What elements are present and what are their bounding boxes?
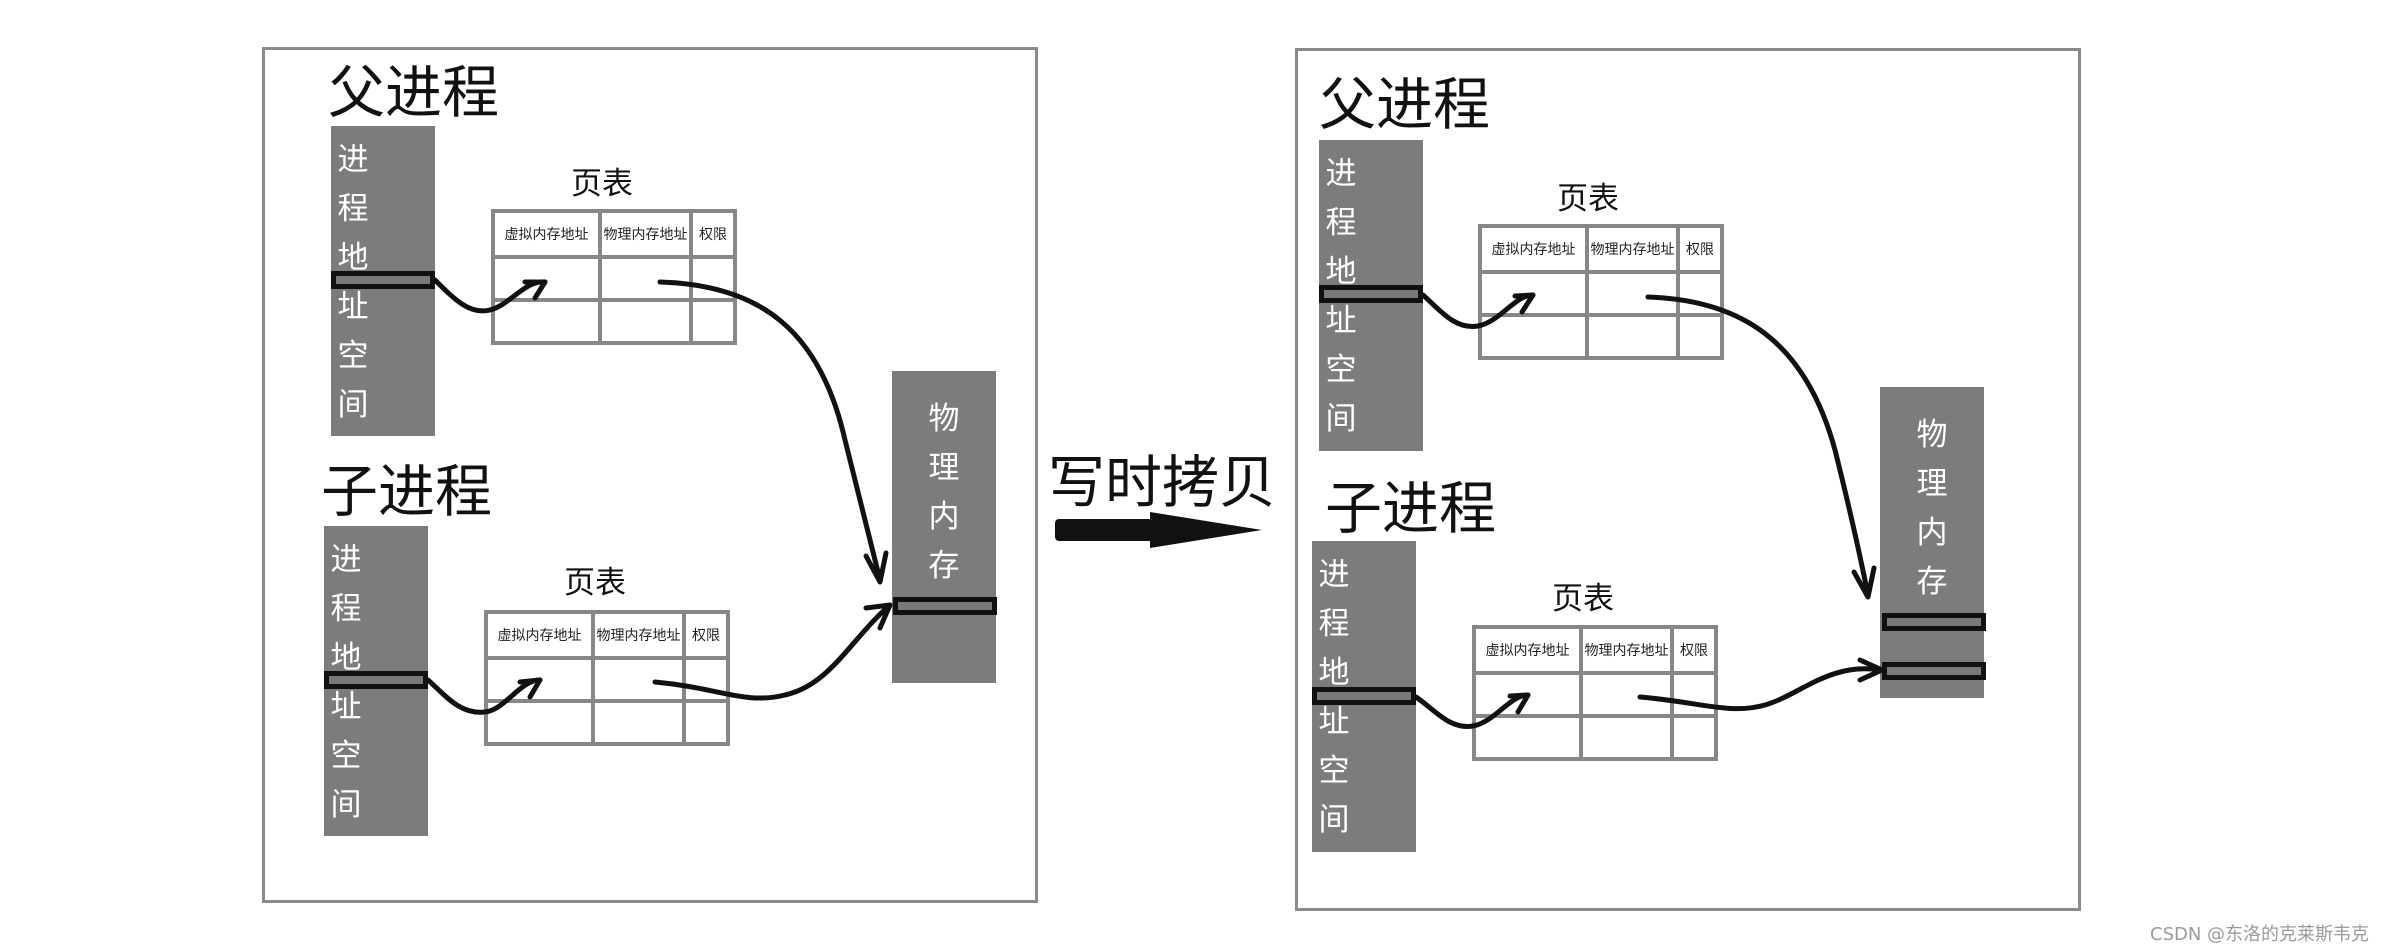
parent-process-title: 父进程 bbox=[328, 60, 499, 126]
header-physical-address: 物理内存地址 bbox=[1579, 625, 1674, 675]
child-page-table-label: 页表 bbox=[1552, 581, 1614, 617]
address-space-label: 进程地址空间 bbox=[337, 142, 369, 423]
child-virtual-page bbox=[324, 671, 428, 689]
header-permission: 权限 bbox=[689, 209, 737, 259]
child-process-title: 子进程 bbox=[321, 459, 492, 525]
address-space-label: 进程地址空间 bbox=[1318, 557, 1350, 838]
child-address-space: 进程地址空间 bbox=[324, 526, 428, 836]
header-physical-address: 物理内存地址 bbox=[591, 610, 686, 660]
shared-physical-page bbox=[893, 597, 997, 615]
address-space-label: 进程地址空间 bbox=[330, 542, 362, 823]
parent-process-title: 父进程 bbox=[1319, 72, 1490, 138]
child-address-space: 进程地址空间 bbox=[1312, 541, 1416, 852]
header-permission: 权限 bbox=[682, 610, 730, 660]
physical-memory: 物理内存 bbox=[892, 371, 996, 683]
parent-page-table-label: 页表 bbox=[1557, 181, 1619, 217]
header-permission: 权限 bbox=[1670, 625, 1718, 675]
parent-virtual-page bbox=[331, 271, 435, 289]
child-page-table: 虚拟内存地址 物理内存地址 权限 bbox=[484, 610, 730, 746]
header-physical-address: 物理内存地址 bbox=[598, 209, 693, 259]
child-page-table: 虚拟内存地址 物理内存地址 权限 bbox=[1472, 625, 1718, 761]
child-physical-page bbox=[1882, 662, 1986, 680]
physical-memory: 物理内存 bbox=[1880, 387, 1984, 698]
parent-physical-page bbox=[1882, 613, 1986, 631]
header-physical-address: 物理内存地址 bbox=[1585, 224, 1680, 274]
parent-page-table-label: 页表 bbox=[571, 166, 633, 202]
child-process-title: 子进程 bbox=[1325, 476, 1496, 542]
child-virtual-page bbox=[1312, 687, 1416, 705]
parent-virtual-page bbox=[1319, 285, 1423, 303]
header-virtual-address: 虚拟内存地址 bbox=[1478, 224, 1589, 274]
header-virtual-address: 虚拟内存地址 bbox=[491, 209, 602, 259]
parent-address-space: 进程地址空间 bbox=[331, 126, 435, 436]
address-space-label: 进程地址空间 bbox=[1325, 156, 1357, 437]
physical-memory-label: 物理内存 bbox=[928, 401, 960, 584]
parent-page-table: 虚拟内存地址 物理内存地址 权限 bbox=[491, 209, 737, 345]
parent-address-space: 进程地址空间 bbox=[1319, 140, 1423, 451]
copy-on-write-label: 写时拷贝 bbox=[1048, 450, 1276, 516]
child-page-table-label: 页表 bbox=[564, 565, 626, 601]
physical-memory-label: 物理内存 bbox=[1916, 417, 1948, 600]
header-permission: 权限 bbox=[1676, 224, 1724, 274]
header-virtual-address: 虚拟内存地址 bbox=[484, 610, 595, 660]
parent-page-table: 虚拟内存地址 物理内存地址 权限 bbox=[1478, 224, 1724, 360]
header-virtual-address: 虚拟内存地址 bbox=[1472, 625, 1583, 675]
watermark: CSDN @东洛的克莱斯韦克 bbox=[2150, 924, 2370, 945]
